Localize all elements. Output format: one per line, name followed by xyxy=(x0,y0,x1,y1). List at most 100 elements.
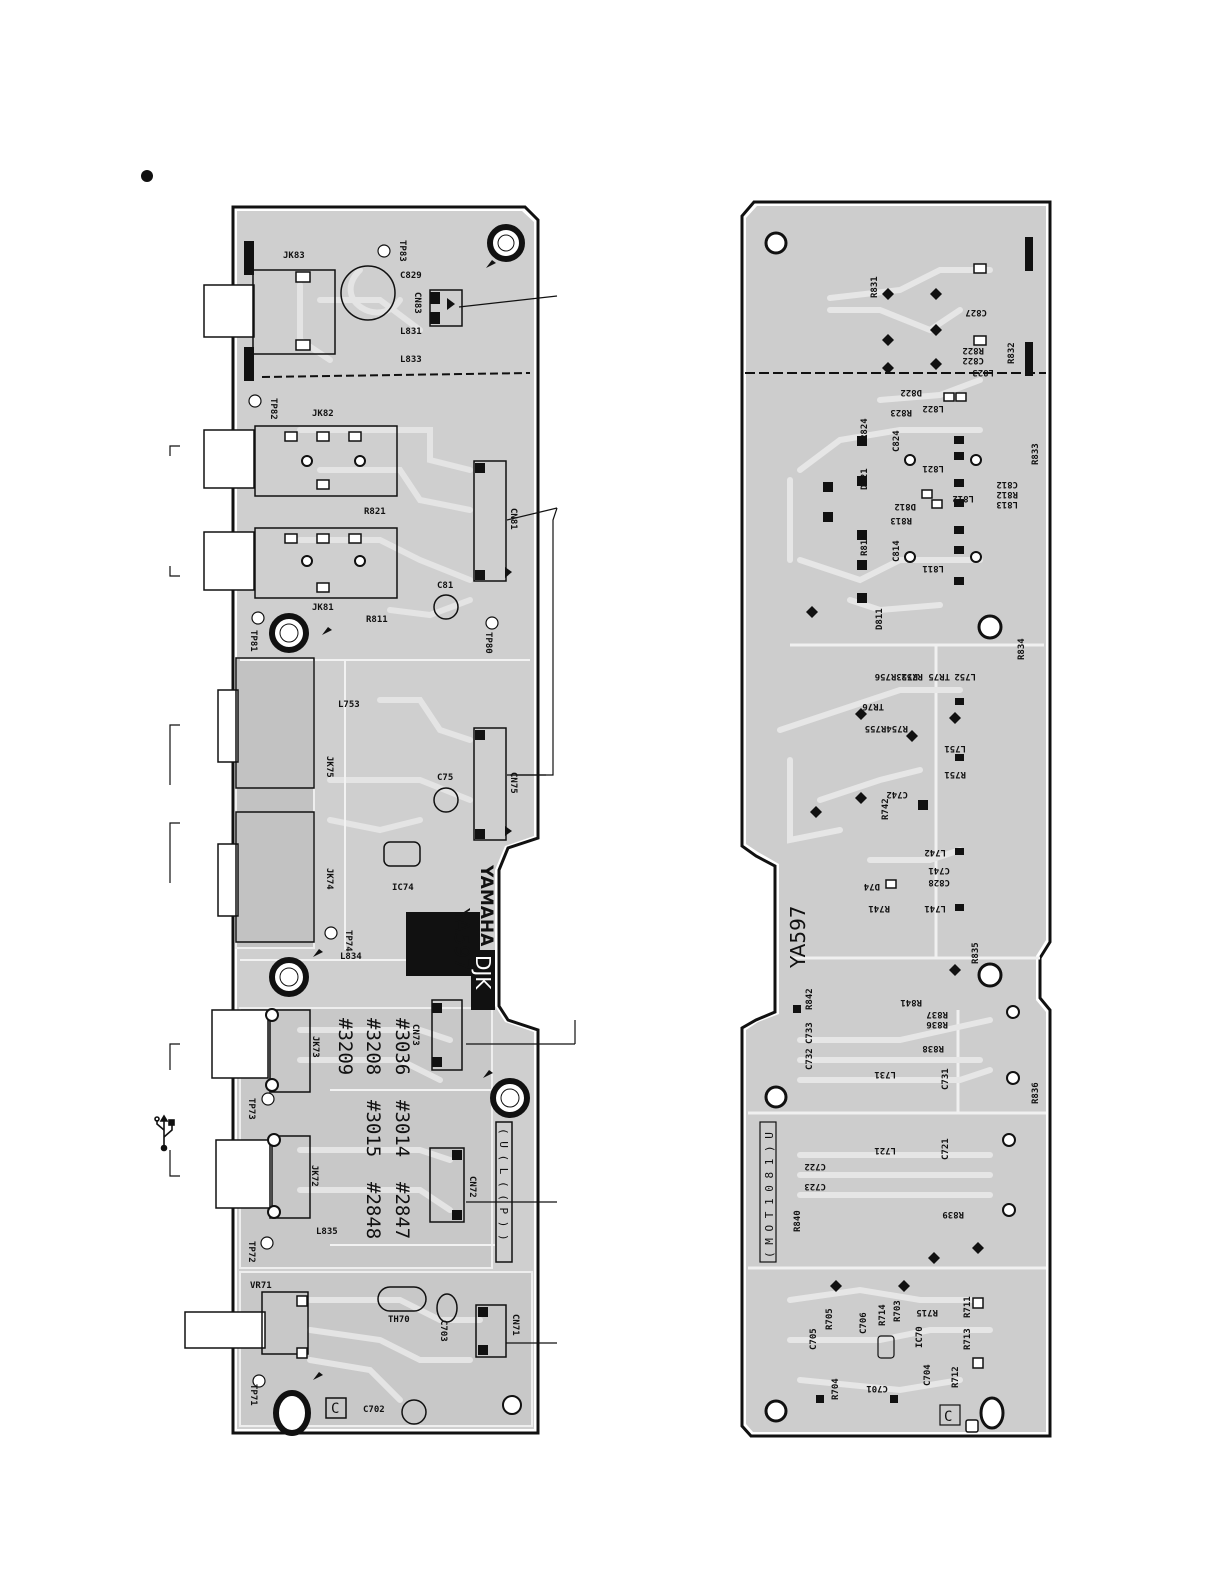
ref-label: R821 xyxy=(364,507,386,517)
ref-label: R713 xyxy=(963,1328,973,1350)
ref-label: R822 xyxy=(962,345,984,355)
ref-label: CN72 xyxy=(467,1176,477,1198)
ref-label: L831 xyxy=(400,327,422,337)
ref-label: C828 xyxy=(928,877,950,887)
ref-label: R753R756 xyxy=(875,671,918,681)
ref-label: R824 xyxy=(860,418,870,440)
ref-label: R841 xyxy=(900,997,922,1007)
ref-label: D74 xyxy=(863,881,880,891)
ref-label: R812 xyxy=(996,489,1018,499)
ref-label: TR76 xyxy=(862,701,884,711)
ref-label: L752 xyxy=(954,671,976,681)
ref-label: R831 xyxy=(870,276,880,298)
ref-label: CN71 xyxy=(510,1314,520,1336)
ref-label: L834 xyxy=(340,952,362,962)
pcb-number: #3036 xyxy=(391,1018,413,1075)
ref-label: IC74 xyxy=(392,883,414,893)
ref-label: L751 xyxy=(944,743,966,753)
ref-label: TP82 xyxy=(268,398,278,420)
ref-label: L741 xyxy=(924,903,946,913)
ref-label: L823 xyxy=(972,367,994,377)
ref-label: C81 xyxy=(437,581,453,591)
brand-label: YAMAHA xyxy=(476,864,496,947)
pcb-number: #2848 xyxy=(362,1182,384,1239)
ref-label: R742 xyxy=(881,798,891,820)
ref-label: JK81 xyxy=(312,603,334,613)
model-label: YA597 xyxy=(450,907,474,971)
ref-label: R811 xyxy=(366,615,388,625)
ref-label: L721 xyxy=(874,1145,896,1155)
ref-label: R814 xyxy=(860,534,870,556)
ref-label: C706 xyxy=(859,1312,869,1334)
ref-label: JK72 xyxy=(309,1165,319,1187)
pcb-number: #3209 xyxy=(334,1018,356,1075)
ref-label: L812 xyxy=(952,493,974,503)
ref-label: R705 xyxy=(825,1308,835,1330)
ref-label: JK73 xyxy=(310,1036,320,1058)
usb-symbol-icon xyxy=(154,1114,175,1152)
ref-label: TP71 xyxy=(248,1384,258,1406)
ref-label: C702 xyxy=(363,1405,385,1415)
ref-label: C721 xyxy=(941,1138,951,1160)
ref-label: L822 xyxy=(922,403,944,413)
ref-label: C812 xyxy=(996,479,1018,489)
ref-label: R839 xyxy=(942,1209,964,1219)
ref-label: R741 xyxy=(868,903,890,913)
ref-label: R813 xyxy=(890,515,912,525)
ref-label: R711 xyxy=(963,1296,973,1318)
component-section-mark: C xyxy=(331,1401,339,1417)
ref-label: C705 xyxy=(809,1328,819,1350)
ref-label: C75 xyxy=(437,773,453,783)
ref-label: CN83 xyxy=(412,292,422,314)
ref-label: IC70 xyxy=(915,1326,925,1348)
ref-label: JK75 xyxy=(324,756,334,778)
ref-label: R836 xyxy=(1031,1082,1041,1104)
ref-label: C703 xyxy=(438,1320,448,1342)
ref-label: TP83 xyxy=(397,240,407,262)
ref-label: C723 xyxy=(804,1181,826,1191)
pcb-number: #2847 xyxy=(391,1182,413,1239)
component-side-text: ( U ( L ( ( P ) ) xyxy=(497,1128,510,1241)
ref-label: R842 xyxy=(805,988,815,1010)
ref-label: L731 xyxy=(874,1069,896,1079)
ref-label: C732 xyxy=(805,1048,815,1070)
ref-label: D822 xyxy=(900,387,922,397)
ref-label: D811 xyxy=(875,608,885,630)
ref-label: L753 xyxy=(338,700,360,710)
pcb-number: #3208 xyxy=(362,1018,384,1075)
ref-label: R837 xyxy=(926,1009,948,1019)
ref-label: C829 xyxy=(400,271,422,281)
ref-label: R714 xyxy=(878,1304,888,1326)
ref-label: R835 xyxy=(971,942,981,964)
ref-label: CN81 xyxy=(508,508,518,530)
ref-label: C733 xyxy=(805,1022,815,1044)
ref-label: R838 xyxy=(922,1043,944,1053)
ref-label: C827 xyxy=(965,307,987,317)
pcb-number: #3014 xyxy=(391,1100,413,1157)
ref-label: R823 xyxy=(890,407,912,417)
ref-label: L821 xyxy=(922,463,944,473)
ref-label: JK82 xyxy=(312,409,334,419)
ref-label: R832 xyxy=(1007,342,1017,364)
solder-section-mark: C xyxy=(944,1409,952,1425)
ref-label: TP81 xyxy=(248,630,258,652)
ref-label: C701 xyxy=(866,1383,888,1393)
ref-label: CN75 xyxy=(508,772,518,794)
ref-label: TP74 xyxy=(343,930,353,952)
solder-side-text: ( M O T 1 0 8 1 ) U xyxy=(763,1132,776,1258)
ref-label: VR71 xyxy=(250,1281,272,1291)
ref-label: R833 xyxy=(1031,443,1041,465)
ref-label: R836 xyxy=(926,1019,948,1029)
ref-label: R840 xyxy=(793,1210,803,1232)
ref-label: C822 xyxy=(962,355,984,365)
ref-label: R704 xyxy=(831,1378,841,1400)
ref-label: TP72 xyxy=(246,1241,256,1263)
ref-label: JK83 xyxy=(283,251,305,261)
ref-label: C704 xyxy=(923,1364,933,1386)
solder-side-board: YA597 C ( M O T 1 0 8 1 ) U R831 C827 R8… xyxy=(740,200,1052,1438)
ref-label: C742 xyxy=(886,789,908,799)
ref-label: D821 xyxy=(860,468,870,490)
ref-label: CN73 xyxy=(410,1024,420,1046)
ref-label: TP80 xyxy=(483,632,493,654)
